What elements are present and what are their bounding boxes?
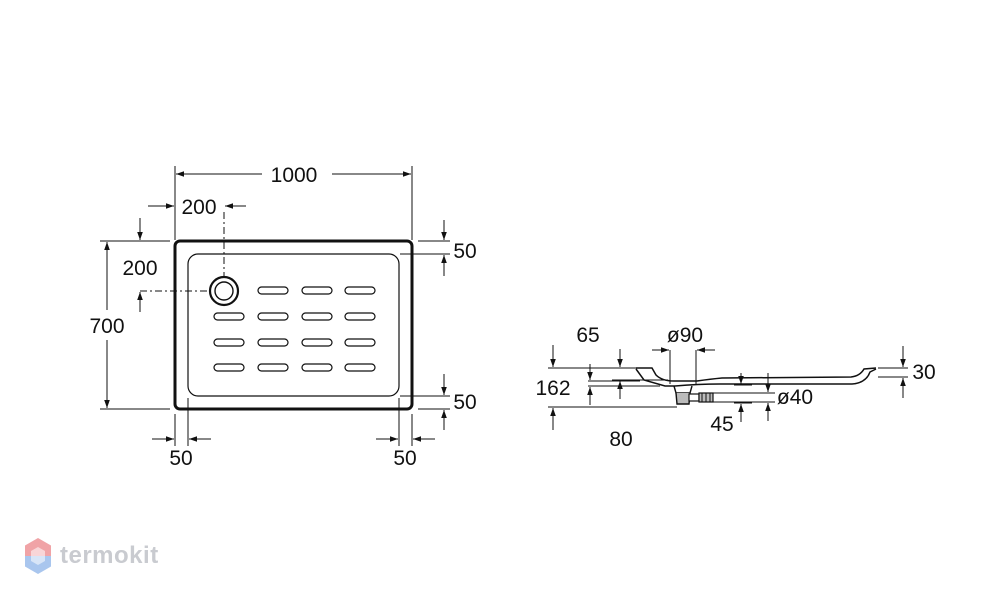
dim-thickness-label: 30 bbox=[912, 361, 935, 384]
tray-outline bbox=[173, 239, 414, 411]
dim-rim-left: 50 bbox=[152, 398, 211, 470]
anti-slip-slots bbox=[213, 286, 376, 372]
dim-length: 1000 bbox=[174, 164, 413, 240]
section-view: 65 ø90 162 80 bbox=[535, 324, 935, 451]
dim-rim-top-label: 50 bbox=[453, 240, 476, 263]
dim-drain-diameter-label: ø90 bbox=[667, 324, 703, 347]
dim-rim-right-label: 50 bbox=[393, 447, 416, 470]
hexagon-logo-icon bbox=[25, 538, 51, 574]
dim-height-label: 162 bbox=[535, 377, 570, 400]
dim-height: 162 bbox=[535, 345, 677, 430]
plan-view: 1000 200 200 700 50 bbox=[89, 164, 476, 470]
dim-drain-y-label: 200 bbox=[122, 257, 157, 280]
tray-section-profile bbox=[635, 367, 877, 387]
dim-drain-diameter: ø90 bbox=[652, 324, 715, 384]
dim-rim-top: 50 bbox=[400, 220, 477, 276]
dim-drain-y: 200 bbox=[122, 218, 168, 312]
dim-waste-diameter: ø40 bbox=[713, 373, 813, 421]
dim-drain-x-label: 200 bbox=[181, 196, 216, 219]
dim-65-label: 65 bbox=[576, 324, 599, 347]
dim-width-label: 700 bbox=[89, 315, 124, 338]
watermark-text: termokit bbox=[60, 542, 159, 569]
dim-thickness: 30 bbox=[878, 346, 936, 398]
watermark: termokit bbox=[24, 536, 159, 576]
dim-drain-x: 200 bbox=[148, 196, 246, 219]
dim-waste-diameter-label: ø40 bbox=[777, 386, 813, 409]
dim-45-label: 45 bbox=[710, 413, 733, 436]
drain-trap-icon bbox=[673, 385, 714, 405]
dim-45: 45 bbox=[710, 373, 752, 436]
dim-80: 80 bbox=[587, 364, 660, 451]
dim-rim-right: 50 bbox=[376, 398, 435, 470]
dim-rim-bottom: 50 bbox=[400, 374, 477, 430]
dim-80-label: 80 bbox=[609, 428, 632, 451]
dim-rim-left-label: 50 bbox=[169, 447, 192, 470]
dim-rim-bottom-label: 50 bbox=[453, 391, 476, 414]
tray-basin bbox=[187, 253, 400, 397]
dim-width: 700 bbox=[89, 240, 170, 410]
dim-length-label: 1000 bbox=[271, 164, 318, 187]
drain-icon bbox=[208, 275, 240, 307]
